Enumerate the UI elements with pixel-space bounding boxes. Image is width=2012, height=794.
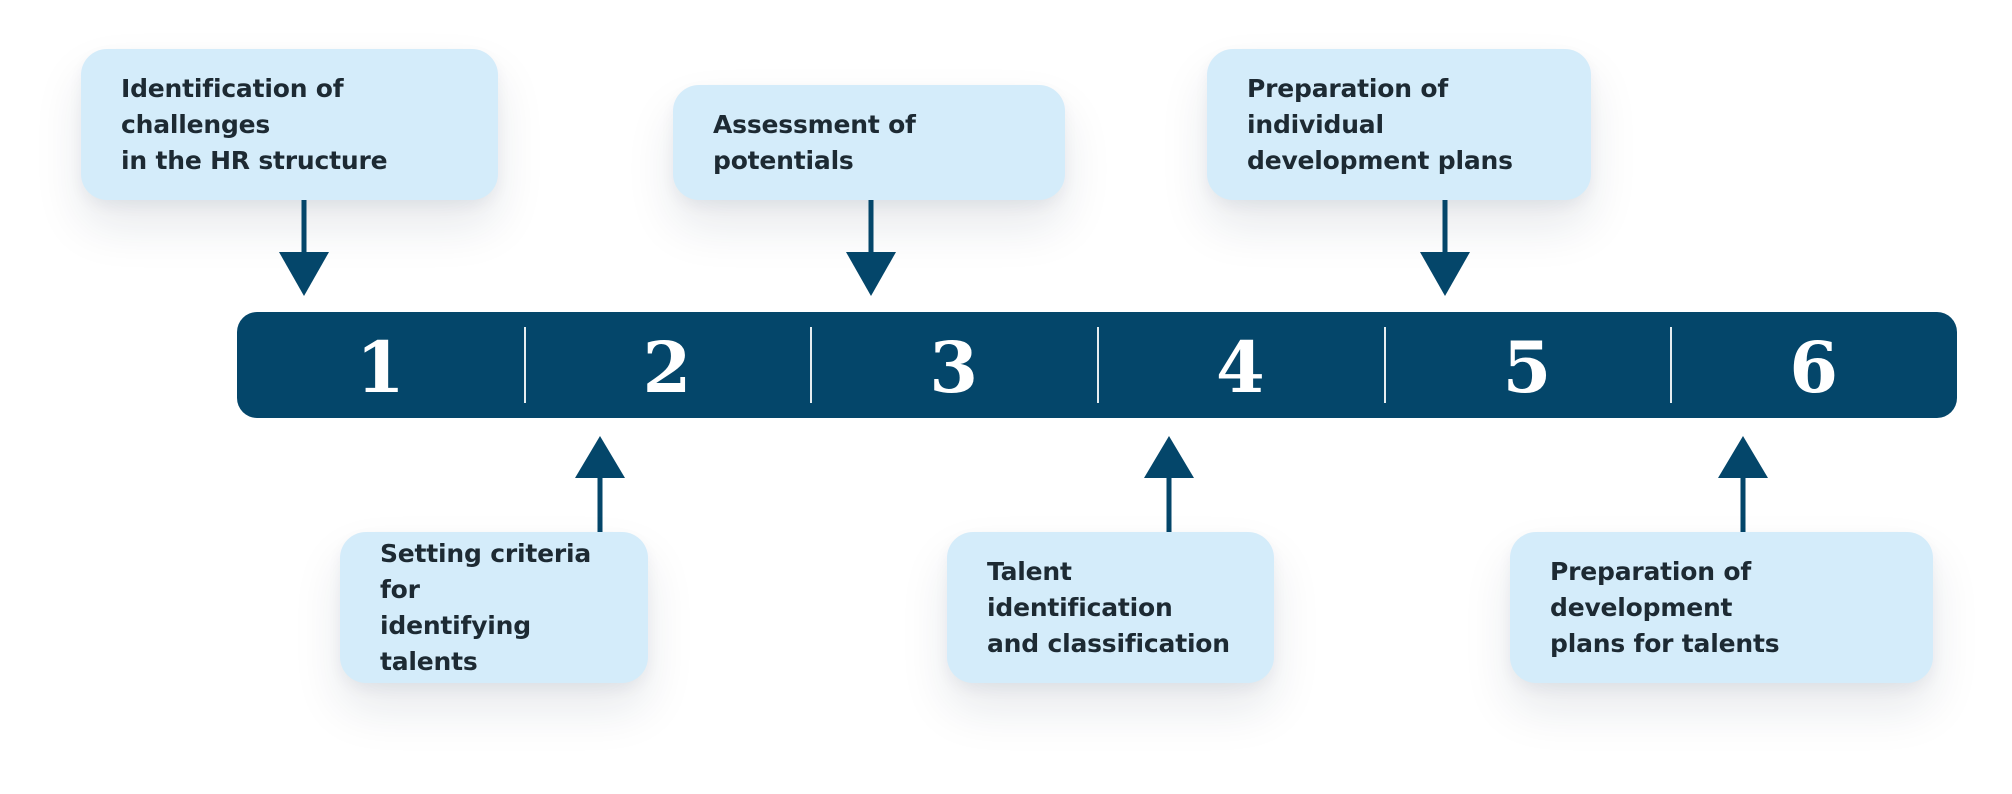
timeline-step-4: 4: [1097, 312, 1384, 418]
step-number-6: 6: [1789, 326, 1839, 409]
arrow-down-step-1: [279, 200, 329, 296]
card-step-5-label: Preparation of individual development pl…: [1247, 73, 1513, 175]
timeline-bar: 1 2 3 4 5 6: [237, 312, 1957, 418]
arrow-up-step-4: [1144, 436, 1194, 532]
step-number-3: 3: [929, 326, 979, 409]
card-step-1: Identification of challenges in the HR s…: [81, 49, 498, 200]
arrow-down-icon: [1420, 200, 1470, 296]
step-number-4: 4: [1215, 326, 1265, 409]
card-step-2: Setting criteria for identifying talents: [340, 532, 648, 683]
step-number-5: 5: [1502, 326, 1552, 409]
timeline-step-5: 5: [1383, 312, 1671, 418]
card-step-4-label: Talent identification and classification: [987, 556, 1230, 658]
card-step-5: Preparation of individual development pl…: [1207, 49, 1591, 200]
arrow-down-icon: [279, 200, 329, 296]
timeline-step-1: 1: [237, 312, 524, 418]
timeline-step-3: 3: [810, 312, 1097, 418]
arrow-down-step-5: [1420, 200, 1470, 296]
arrow-down-step-3: [846, 200, 896, 296]
timeline-step-6: 6: [1670, 312, 1957, 418]
card-step-3-label: Assessment of potentials: [713, 109, 916, 175]
card-step-1-label: Identification of challenges in the HR s…: [121, 73, 388, 175]
card-step-3: Assessment of potentials: [673, 85, 1065, 200]
card-step-6-label: Preparation of development plans for tal…: [1550, 556, 1780, 658]
card-step-2-label: Setting criteria for identifying talents: [380, 538, 592, 676]
arrow-up-icon: [575, 436, 625, 532]
arrow-down-icon: [846, 200, 896, 296]
step-number-2: 2: [642, 326, 692, 409]
arrow-up-icon: [1718, 436, 1768, 532]
timeline-step-2: 2: [523, 312, 811, 418]
arrow-up-step-2: [575, 436, 625, 532]
card-step-6: Preparation of development plans for tal…: [1510, 532, 1933, 683]
arrow-up-step-6: [1718, 436, 1768, 532]
card-step-4: Talent identification and classification: [947, 532, 1274, 683]
arrow-up-icon: [1144, 436, 1194, 532]
step-number-1: 1: [355, 326, 405, 409]
